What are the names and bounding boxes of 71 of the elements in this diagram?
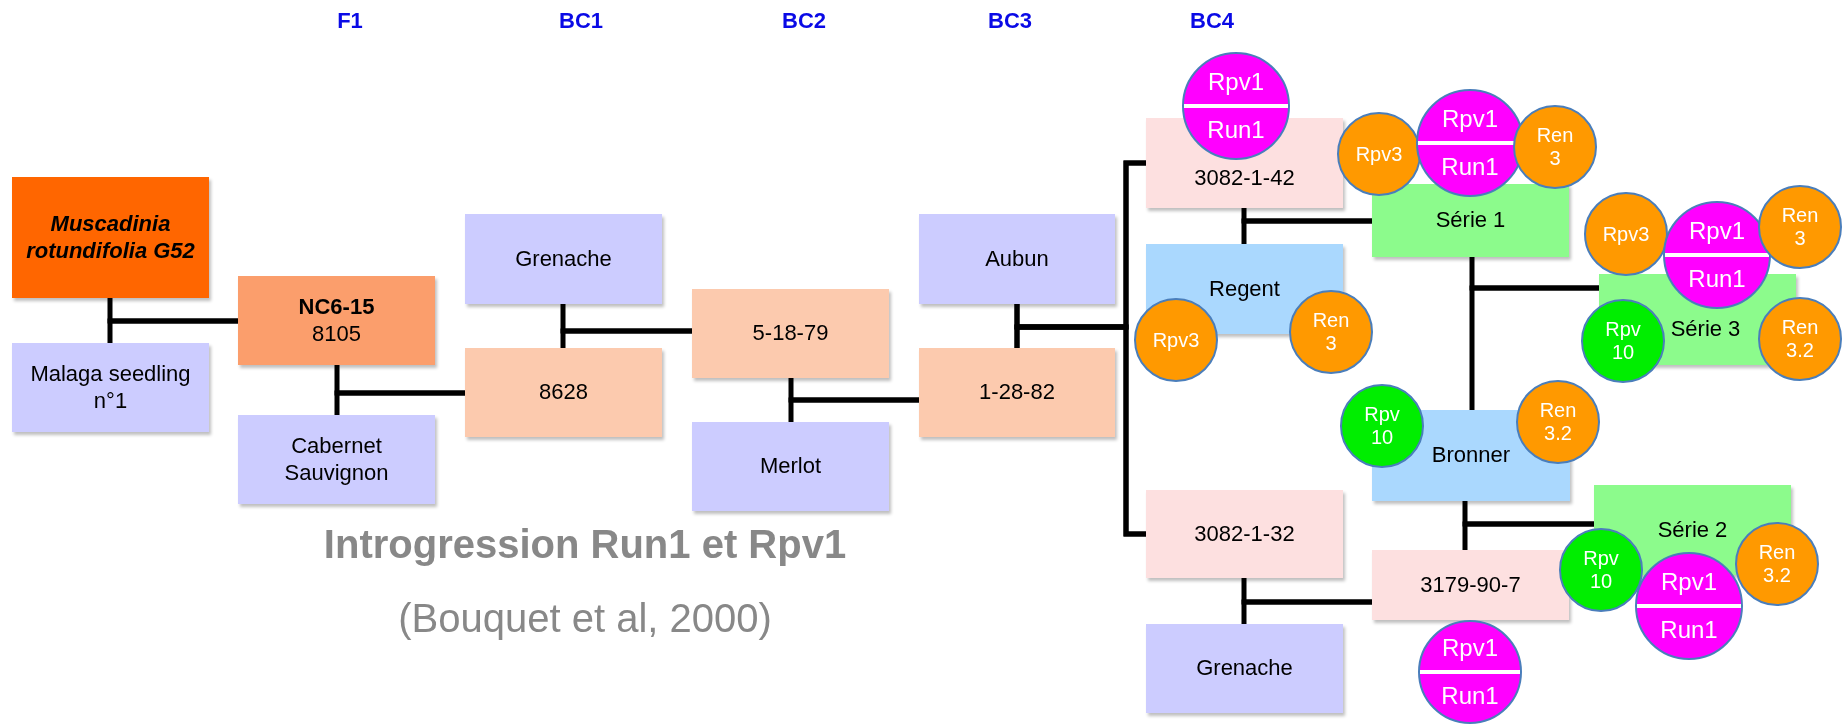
gene-label: Rpv3 (1601, 222, 1651, 246)
generation-label: BC1 (559, 8, 603, 34)
connector-line (107, 318, 238, 343)
gene-label: Run1 (1688, 265, 1746, 293)
gene-label: Ren 3.2 (1757, 541, 1797, 587)
gene-label: Rpv3 (1151, 328, 1201, 352)
generation-label: BC2 (782, 8, 826, 34)
gene-label: Run1 (1207, 116, 1265, 144)
gene-label: Rpv1 (1689, 217, 1745, 245)
box-label: Grenache (1196, 655, 1293, 682)
gene-label: Rpv 10 (1604, 318, 1642, 364)
gene-label: Ren 3 (1780, 204, 1820, 250)
gene-label: Run1 (1441, 153, 1499, 181)
variety-box (692, 289, 889, 378)
gene-label: Rpv1 (1442, 105, 1498, 133)
gene-label: Rpv1 (1442, 634, 1498, 662)
gene-label: Rpv3 (1354, 142, 1404, 166)
gene-label: Run1 (1441, 682, 1499, 710)
variety-box (238, 276, 435, 365)
gene-label: Ren 3 (1535, 124, 1575, 170)
gene-label: Rpv 10 (1582, 547, 1620, 593)
gene-label: Ren 3.2 (1538, 399, 1578, 445)
variety-box (1372, 184, 1569, 257)
gene-label: Ren 3 (1311, 309, 1351, 355)
box-label: Regent (1209, 275, 1280, 303)
box-label: Série 2 (1657, 516, 1728, 544)
box-label: Cabernet Sauvignon (283, 433, 390, 486)
box-label: 3179-90-7 (1420, 571, 1521, 599)
variety-box (238, 415, 435, 504)
variety-box (12, 177, 209, 298)
variety-box (465, 214, 662, 304)
variety-box (1146, 624, 1343, 713)
variety-box (919, 214, 1115, 304)
variety-box (692, 422, 889, 511)
generation-label: F1 (337, 8, 363, 34)
citation: (Bouquet et al, 2000) (398, 596, 772, 641)
box-label: 3082-1-32 (1194, 520, 1295, 548)
box-label: 8628 (539, 379, 588, 406)
gene-label: Ren 3.2 (1780, 316, 1820, 362)
connector-line (334, 390, 465, 415)
variety-box (1146, 490, 1343, 578)
connector-line (560, 328, 692, 348)
gene-label: Rpv1 (1208, 68, 1264, 96)
box-label: Grenache (515, 245, 612, 273)
variety-box (465, 348, 662, 437)
gene-label: Rpv1 (1661, 568, 1717, 596)
connector-line (1462, 521, 1594, 550)
gene-label: Run1 (1660, 616, 1718, 644)
connector-line (1469, 285, 1599, 410)
box-label: Muscadinia rotundifolia G52 (25, 211, 196, 264)
box-label: 8105 (312, 320, 361, 347)
box-label: 3082-1-42 (1194, 164, 1295, 192)
box-label: Aubun (985, 245, 1049, 273)
box-label: Bronner (1431, 442, 1511, 469)
box-label: 1-28-82 (979, 379, 1055, 406)
connector-line (788, 397, 919, 422)
generation-label: BC4 (1190, 8, 1234, 34)
box-label: Merlot (759, 453, 822, 480)
variety-box (919, 348, 1115, 437)
box-label: Série 3 (1670, 316, 1741, 343)
connector-line (1241, 218, 1372, 244)
variety-box (12, 343, 209, 432)
generation-label: BC3 (988, 8, 1032, 34)
box-label: 5-18-79 (752, 320, 829, 347)
connector-line (1241, 599, 1372, 624)
box-label: Malaga seedling n°1 (29, 361, 192, 414)
gene-label: Rpv 10 (1363, 403, 1401, 449)
title: Introgression Run1 et Rpv1 (323, 522, 847, 567)
box-label: NC6-15 (298, 294, 375, 321)
variety-box (1372, 550, 1569, 620)
box-label: Série 1 (1435, 207, 1506, 234)
